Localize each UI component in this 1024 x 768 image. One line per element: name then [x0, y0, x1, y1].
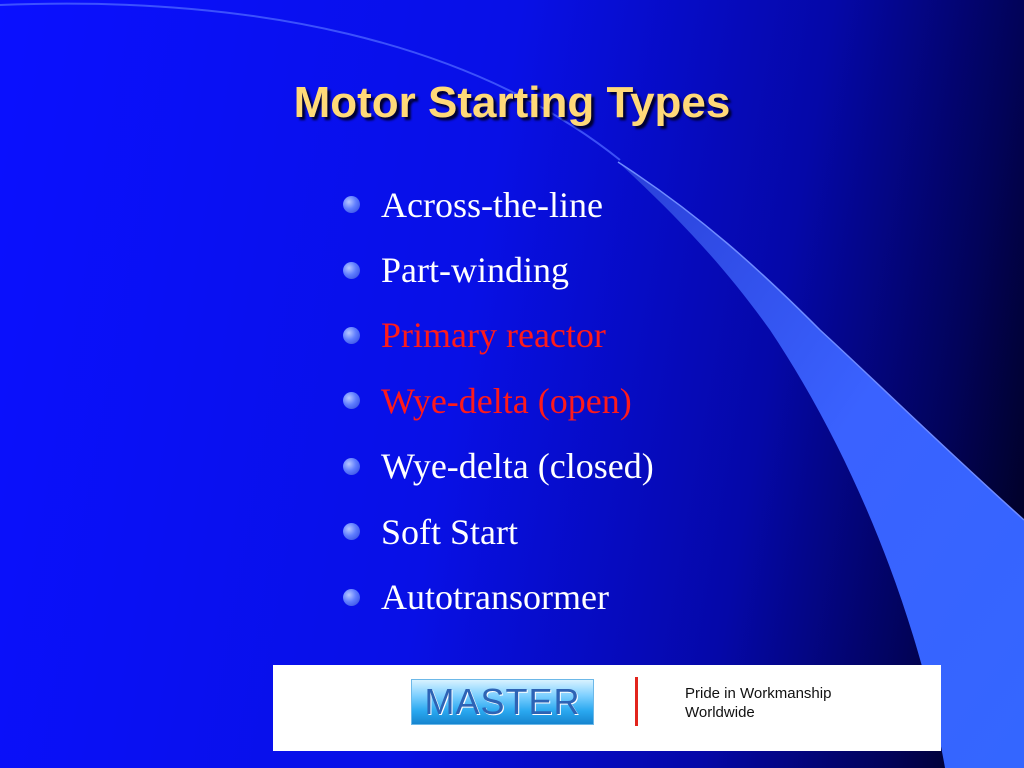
master-logo: MASTER	[411, 679, 594, 725]
tagline-line-2: Worldwide	[685, 704, 755, 721]
swoosh-blade	[618, 162, 1024, 768]
bullet-dot-icon	[343, 392, 360, 410]
bullet-list: Across-the-line Part-winding Primary rea…	[343, 172, 654, 630]
bullet-item-highlighted: Primary reactor	[343, 303, 654, 368]
bullet-text: Soft Start	[381, 511, 519, 552]
bullet-dot-icon	[343, 326, 360, 344]
bullet-dot-icon	[343, 457, 360, 475]
bullet-item: Across-the-line	[343, 172, 654, 237]
bullet-dot-icon	[343, 588, 360, 606]
bullet-text: Part-winding	[381, 250, 569, 291]
bullet-text: Primary reactor	[381, 315, 606, 356]
bullet-dot-icon	[343, 261, 360, 279]
bullet-text: Wye-delta (closed)	[381, 446, 654, 487]
slide-title: Motor Starting Types	[293, 78, 731, 127]
bullet-item-highlighted: Wye-delta (open)	[343, 368, 654, 433]
footer-banner: MASTER Pride in Workmanship Worldwide	[273, 665, 941, 751]
bullet-dot-icon	[343, 523, 360, 541]
bullet-item: Soft Start	[343, 499, 654, 564]
bullet-text: Autotransormer	[381, 577, 609, 618]
bullet-item: Autotransormer	[343, 564, 654, 629]
bullet-item: Wye-delta (closed)	[343, 434, 654, 499]
footer-tagline: Pride in Workmanship Worldwide	[685, 684, 915, 722]
bullet-dot-icon	[343, 196, 360, 214]
tagline-line-1: Pride in Workmanship	[685, 685, 832, 702]
footer-divider	[635, 677, 638, 726]
bullet-item: Part-winding	[343, 237, 654, 302]
bullet-text: Wye-delta (open)	[381, 380, 632, 421]
bullet-text: Across-the-line	[381, 184, 603, 225]
swoosh-thin-arc	[0, 2, 621, 161]
